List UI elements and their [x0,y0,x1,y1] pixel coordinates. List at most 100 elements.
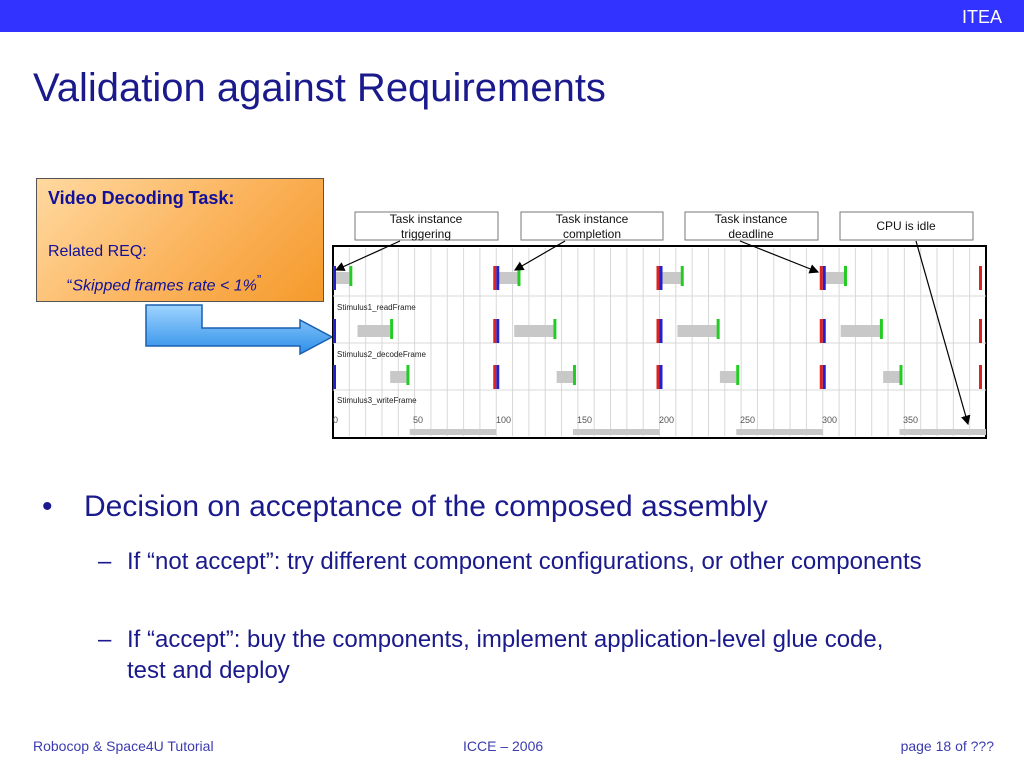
bullet-main-text: Decision on acceptance of the composed a… [84,490,768,523]
idle-arrow [915,240,971,426]
callout-triggering-line2: triggering [401,227,451,241]
completion-marker [736,365,740,385]
row-label-stimulus3: Stimulus3_writeFrame [337,396,417,405]
trigger-marker [822,319,826,343]
cpu-busy-bar [736,429,823,435]
trigger-marker [659,266,663,290]
execution-bar [840,325,880,337]
deadline-marker [656,319,660,343]
completion-marker [517,266,521,286]
completion-marker [843,266,847,286]
callout-triggering-line1: Task instance [390,212,463,226]
requirement-text: “Skipped frames rate < 1%” [67,272,261,295]
cpu-busy-bar [899,429,986,435]
execution-bar [496,272,518,284]
cpu-busy-bar [409,429,497,435]
callout-completion-line2: completion [563,227,621,241]
deadline-marker [819,319,823,343]
deadline-marker [493,319,497,343]
x-tick-50: 50 [413,415,423,425]
deadline-marker [493,365,497,389]
execution-bar [556,371,573,383]
completion-marker [716,319,720,339]
trigger-marker [333,319,336,343]
deadline-marker [979,266,982,290]
deadline-marker [819,365,823,389]
completion-marker [572,365,576,385]
x-tick-100: 100 [496,415,511,425]
execution-bar [390,371,407,383]
trigger-marker [822,266,826,290]
footer-left: Robocop & Space4U Tutorial [33,738,214,754]
execution-bar [333,272,350,284]
trigger-marker [496,319,500,343]
trigger-marker [496,365,500,389]
deadline-marker [656,266,660,290]
completion-marker [390,319,394,339]
trigger-marker [822,365,826,389]
itea-logo-text: ITEA [961,7,1002,27]
trigger-marker [496,266,500,290]
execution-bar [677,325,717,337]
x-tick-250: 250 [740,415,755,425]
completion-arrow [513,240,566,271]
x-tick-200: 200 [659,415,674,425]
bullet-sub-2-text: If “accept”: buy the components, impleme… [127,626,884,684]
callout-idle-box [839,211,974,241]
completion-marker [349,266,353,286]
x-tick-300: 300 [822,415,837,425]
blue-bent-arrow [145,304,334,356]
execution-bar [514,325,554,337]
header-bar: ITEA [0,0,1024,32]
trigger-marker [659,365,663,389]
execution-bar [659,272,681,284]
deadline-marker [656,365,660,389]
footer-center: ICCE – 2006 [463,738,544,754]
footer-page-number: page 18 of ??? [900,738,994,754]
cpu-busy-bar [572,429,660,435]
callout-deadline-line2: deadline [728,227,774,241]
timeline-figure: Stimulus1_readFrame Stimulus2_decodeFram… [145,211,987,439]
callout-idle-text: CPU is idle [876,219,936,233]
footer: Robocop & Space4U Tutorial ICCE – 2006 p… [0,738,1024,758]
open-quote: “ [67,277,73,295]
x-tick-350: 350 [903,415,918,425]
execution-bar [822,272,844,284]
requirement-box: Video Decoding Task: Related REQ: “Skipp… [36,178,324,302]
trigger-marker [659,319,663,343]
trigger-marker [333,365,336,389]
requirement-value: Skipped frames rate < 1% [72,277,257,295]
x-tick-150: 150 [577,415,592,425]
triggering-arrow [334,240,401,271]
related-req-label: Related REQ: [48,243,147,260]
row-label-stimulus2: Stimulus2_decodeFrame [337,350,426,359]
completion-marker [899,365,903,385]
execution-bar [883,371,900,383]
x-tick-0: 0 [333,415,338,425]
close-quote: ” [256,272,262,287]
deadline-marker [819,266,823,290]
deadline-arrow [739,240,820,274]
requirement-heading: Video Decoding Task: [48,188,235,208]
callout-completion-box [520,211,664,241]
callout-triggering-box [354,211,499,241]
completion-marker [879,319,883,339]
callout-completion-line1: Task instance [556,212,629,226]
callout-deadline-box [684,211,819,241]
timeline-row-lines [333,295,986,435]
slide-title: Validation against Requirements [33,66,606,110]
completion-marker [406,365,410,385]
completion-marker [680,266,684,286]
deadline-marker [493,266,497,290]
execution-bar [719,371,737,383]
timeline-marks [333,266,982,389]
deadline-marker [979,365,982,389]
bullet-sub-1-text: If “not accept”: try different component… [127,548,922,575]
completion-marker [553,319,557,339]
execution-bar [357,325,391,337]
deadline-marker [979,319,982,343]
timeline-grid [348,248,971,436]
row-label-stimulus1: Stimulus1_readFrame [337,303,416,312]
callout-deadline-line1: Task instance [715,212,788,226]
trigger-marker [333,266,336,290]
